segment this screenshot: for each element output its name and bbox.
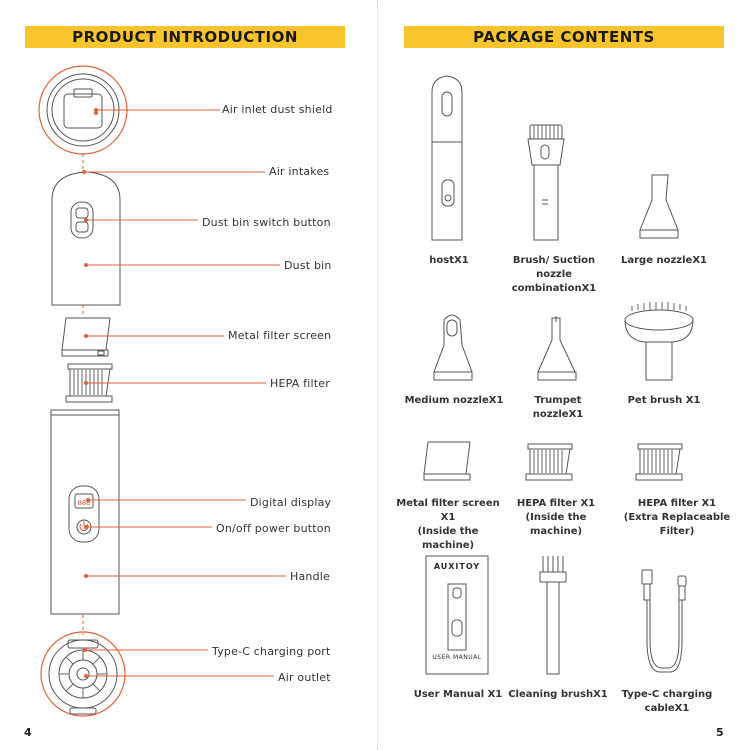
label-dust-bin: Dust bin: [284, 259, 332, 272]
package-contents-banner: PACKAGE CONTENTS: [404, 26, 724, 48]
hepa-extra-drawing: [635, 443, 683, 481]
large-nozzle-drawing: [639, 174, 679, 239]
trumpet-nozzle-drawing: [537, 316, 577, 381]
air-outlet-drawing: [40, 631, 126, 717]
label-type-c-charging-port: Type-C charging port: [212, 645, 331, 658]
caption-pet-brush: Pet brush X1: [627, 395, 701, 406]
user-manual-drawing: [425, 555, 489, 675]
metal-filter-drawing: [61, 317, 111, 357]
page-number-left: 4: [24, 726, 32, 739]
metal-filter-item-drawing: [423, 441, 471, 481]
label-air-inlet-dust-shield: Air inlet dust shield: [222, 103, 333, 116]
caption-large-nozzle: Large nozzleX1: [621, 255, 707, 266]
caption-user-manual: User Manual X1: [413, 689, 503, 700]
page-divider: [377, 0, 378, 750]
caption-trumpet-nozzle: Trumpet nozzleX1: [532, 395, 584, 420]
label-digital-display: Digital display: [250, 496, 332, 509]
label-hepa-filter: HEPA filter: [270, 377, 330, 390]
host-drawing: [431, 75, 463, 241]
manual-cover-text: USER MANUAL: [432, 654, 482, 661]
caption-metal-filter: Metal filter screen X1(Inside the machin…: [396, 498, 500, 551]
caption-cleaning-brush: Cleaning brushX1: [508, 689, 608, 700]
page-number-right: 5: [716, 726, 724, 739]
caption-medium-nozzle: Medium nozzleX1: [404, 395, 504, 406]
label-dust-bin-switch-button: Dust bin switch button: [202, 216, 331, 229]
manual-brand: AUXITOY: [433, 562, 481, 571]
label-air-outlet: Air outlet: [278, 671, 331, 684]
dust-bin-drawing: [51, 171, 121, 306]
handle-drawing: 888: [50, 409, 120, 615]
caption-hepa-inside: HEPA filter X1(Inside the machine): [516, 498, 596, 537]
hepa-inside-drawing: [525, 443, 573, 481]
label-metal-filter-screen: Metal filter screen: [228, 329, 332, 342]
label-air-intakes: Air intakes: [269, 165, 330, 178]
label-handle: Handle: [290, 570, 330, 583]
label-on-off-power-button: On/off power button: [216, 522, 331, 535]
pet-brush-drawing: [624, 302, 694, 381]
type-c-cable-drawing: [641, 569, 687, 673]
brush-suction-combo-drawing: [527, 124, 565, 241]
caption-hepa-extra: HEPA filter X1(Extra Replaceable Filter): [623, 498, 731, 537]
medium-nozzle-drawing: [433, 314, 473, 381]
product-introduction-banner: PRODUCT INTRODUCTION: [25, 26, 345, 48]
cleaning-brush-drawing: [539, 556, 567, 675]
caption-host: hostX1: [429, 255, 469, 266]
svg-text:888: 888: [77, 499, 90, 507]
